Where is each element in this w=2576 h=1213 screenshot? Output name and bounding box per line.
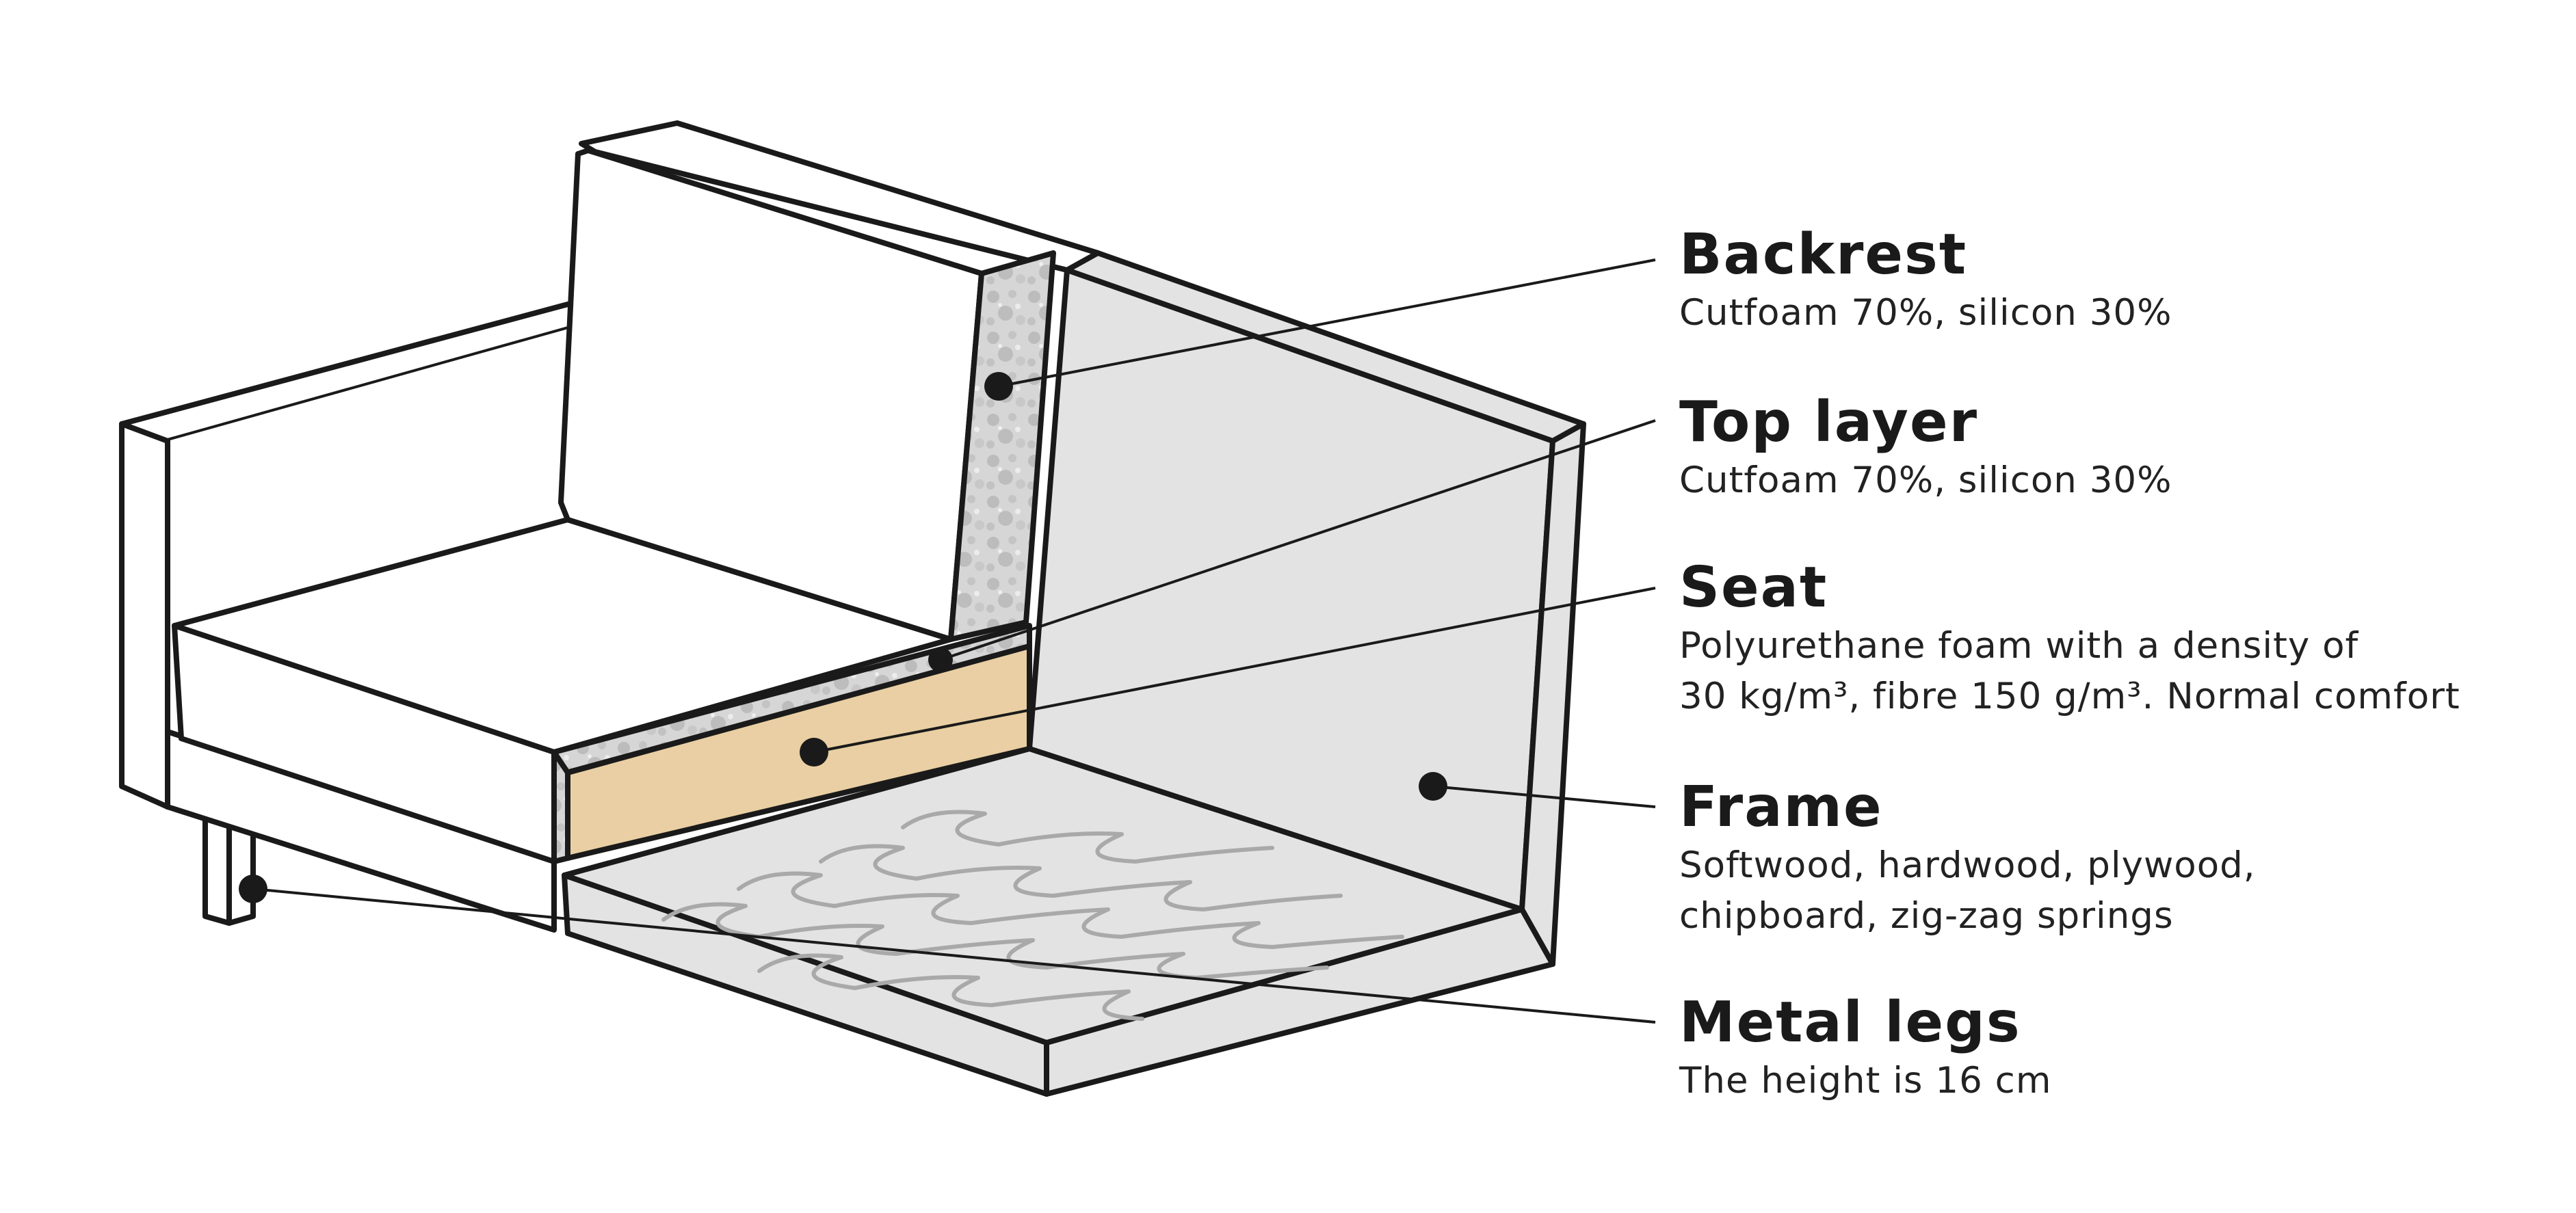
leader-legs <box>252 888 1656 1024</box>
label-seat-title: Seat <box>1679 555 1828 620</box>
leader-lines <box>252 258 1656 1024</box>
label-frame: Frame Softwood, hardwood, plywood, chipb… <box>1679 775 2256 942</box>
label-top-layer: Top layer Cutfoam 70%, silicon 30% <box>1679 390 2172 506</box>
label-metal-legs: Metal legs The height is 16 cm <box>1679 990 2051 1106</box>
label-metal-legs-title: Metal legs <box>1679 990 2021 1055</box>
label-top-layer-title: Top layer <box>1679 390 1979 455</box>
marker-toplayer <box>928 648 953 672</box>
label-seat: Seat Polyurethane foam with a density of… <box>1679 555 2460 722</box>
label-backrest-title: Backrest <box>1679 222 1968 287</box>
label-frame-desc-line1: Softwood, hardwood, plywood, <box>1679 844 2256 886</box>
leader-seat <box>813 587 1656 754</box>
leader-toplayer <box>940 419 1656 661</box>
label-backrest-desc: Cutfoam 70%, silicon 30% <box>1679 292 2172 334</box>
zigzag-springs <box>661 810 1404 1021</box>
label-top-layer-desc: Cutfoam 70%, silicon 30% <box>1679 459 2172 501</box>
backrest-foam-section <box>948 250 1056 642</box>
label-seat-desc-line1: Polyurethane foam with a density of <box>1679 625 2359 667</box>
label-seat-desc-line2: 30 kg/m³, fibre 150 g/m³. Normal comfort <box>1679 676 2460 717</box>
marker-dots <box>239 372 1447 903</box>
label-frame-title: Frame <box>1679 775 1883 840</box>
label-metal-legs-desc: The height is 16 cm <box>1679 1060 2052 1102</box>
marker-seat <box>800 738 828 767</box>
sofa-drawing <box>119 120 1586 1097</box>
leader-frame <box>1432 785 1656 808</box>
marker-backrest <box>984 372 1013 401</box>
leader-backrest <box>998 258 1656 388</box>
marker-frame <box>1419 772 1447 801</box>
label-backrest: Backrest Cutfoam 70%, silicon 30% <box>1679 222 2172 338</box>
label-frame-desc-line2: chipboard, zig-zag springs <box>1679 895 2174 937</box>
marker-legs <box>239 875 267 903</box>
